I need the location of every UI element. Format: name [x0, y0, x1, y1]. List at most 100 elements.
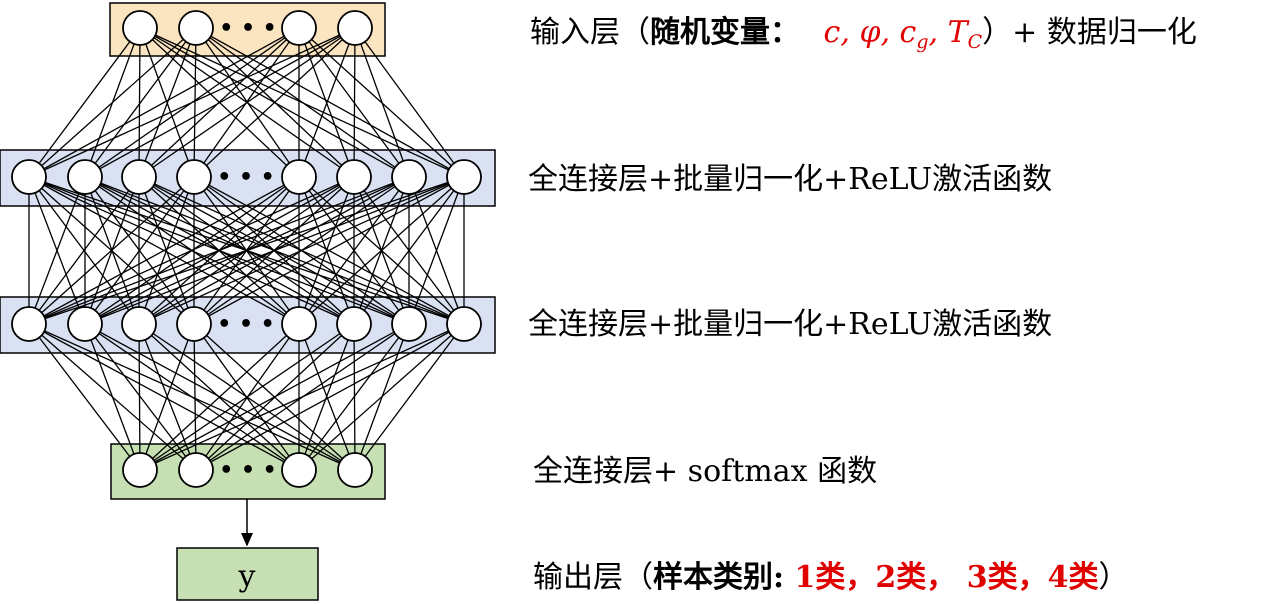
var-tc-sub: C: [967, 31, 983, 53]
connection-input-1-hidden1-0: [28, 27, 197, 178]
connection-hidden2-3-output-1: [193, 323, 197, 471]
connection-hidden1-7-hidden2-4: [298, 176, 465, 325]
connection-input-0-hidden1-0: [28, 27, 141, 178]
connection-hidden1-7-hidden2-6: [408, 176, 465, 325]
var-tc-base: T: [947, 15, 968, 50]
hidden1-neuron-4: [281, 159, 317, 195]
hidden2-neuron-4: [281, 306, 317, 342]
input-neuron-2: [281, 10, 317, 46]
var-phi: φ,: [859, 15, 890, 50]
hidden1-neuron-2: [121, 159, 157, 195]
var-c: c,: [823, 15, 850, 50]
hidden2-neuron-2: [121, 306, 157, 342]
hidden1-neuron-1: [67, 159, 103, 195]
hidden2-neuron-5: [336, 306, 372, 342]
hidden1-layer-label: 全连接层+批量归一化+ReLU激活函数: [528, 162, 1053, 197]
output-neuron-3: [337, 452, 373, 488]
result-box-text: y: [238, 559, 256, 594]
result-label-prefix: 输出层（: [533, 560, 653, 595]
hidden1-neuron-0: [11, 159, 47, 195]
var-cg-comma: ,: [928, 15, 939, 50]
output-neuron-1: [178, 452, 214, 488]
hidden2-neuron-3: [176, 306, 212, 342]
connection-hidden2-0-output-0: [28, 323, 141, 471]
connection-hidden2-4-output-0: [139, 323, 300, 471]
sep-2: ，: [926, 560, 967, 595]
hidden1-neuron-6: [391, 159, 427, 195]
class-1: 1类: [794, 560, 846, 595]
connection-hidden2-7-output-3: [354, 323, 465, 471]
connection-input-1-hidden1-6: [195, 27, 410, 178]
connection-hidden1-7-hidden2-3: [193, 176, 465, 325]
connection-input-0-hidden1-2: [138, 27, 141, 178]
input-label-suffix: ）+ 数据归一化: [982, 15, 1197, 50]
connection-hidden2-1-output-2: [84, 323, 300, 471]
hidden1-neuron-3: [176, 159, 212, 195]
connection-input-3-hidden1-2: [138, 27, 356, 178]
input-ellipsis: • • •: [219, 16, 277, 41]
hidden1-ellipsis: • • •: [217, 165, 275, 190]
connection-hidden2-5-output-0: [139, 323, 355, 471]
connection-hidden2-3-output-0: [139, 323, 195, 471]
hidden2-neuron-7: [446, 306, 482, 342]
connection-input-3-hidden1-7: [354, 27, 465, 178]
connection-hidden1-3-hidden2-0: [28, 176, 195, 325]
sep-1: ，: [845, 560, 876, 595]
class-3: 3类: [966, 560, 1018, 595]
hidden2-neuron-6: [391, 306, 427, 342]
connection-hidden1-1-hidden2-0: [28, 176, 86, 325]
connection-hidden2-2-output-0: [138, 323, 141, 471]
var-cg-sub: g: [916, 31, 929, 53]
connection-input-1-hidden1-2: [138, 27, 197, 178]
result-label-suffix: ）: [1098, 560, 1129, 595]
output-layer-label: 全连接层+ softmax 函数: [533, 454, 878, 489]
output-neuron-0: [122, 452, 158, 488]
connection-hidden1-4-hidden2-0: [28, 176, 300, 325]
connection-hidden1-7-hidden2-2: [138, 176, 465, 325]
class-4: 4类: [1047, 560, 1099, 595]
hidden1-neuron-5: [336, 159, 372, 195]
input-neuron-1: [178, 10, 214, 46]
connection-hidden2-1-output-1: [84, 323, 197, 471]
class-2: 2类: [875, 560, 927, 595]
var-cg: cg,: [899, 15, 939, 53]
connection-hidden1-6-hidden2-0: [28, 176, 410, 325]
result-label-bold: 样本类别:: [653, 560, 795, 595]
hidden2-neuron-0: [11, 306, 47, 342]
connection-hidden2-6-output-0: [139, 323, 410, 471]
connection-hidden2-7-output-2: [298, 323, 465, 471]
connection-hidden1-7-hidden2-0: [28, 176, 465, 325]
output-neuron-2: [281, 452, 317, 488]
result-layer-label: 输出层（样本类别: 1类，2类， 3类，4类）: [533, 560, 1128, 596]
input-neuron-0: [122, 10, 158, 46]
connection-input-3-hidden1-1: [84, 27, 356, 178]
connection-hidden2-0-output-2: [28, 323, 300, 471]
input-layer-label: 输入层（随机变量： c, φ, cg, TC）+ 数据归一化: [530, 15, 1197, 60]
var-tc: TC: [947, 15, 983, 53]
input-label-bold: 随机变量：: [650, 15, 800, 50]
connection-hidden2-6-output-2: [298, 323, 410, 471]
connection-input-1-hidden1-3: [193, 27, 197, 178]
connection-hidden1-5-hidden2-0: [28, 176, 355, 325]
connection-hidden2-7-output-0: [139, 323, 465, 471]
connection-hidden2-5-output-2: [298, 323, 355, 471]
hidden1-neuron-7: [446, 159, 482, 195]
connection-hidden2-7-output-1: [195, 323, 465, 471]
connection-input-2-hidden1-0: [28, 27, 300, 178]
input-neuron-3: [337, 10, 373, 46]
connection-input-1-hidden1-1: [84, 27, 197, 178]
connection-hidden1-7-hidden2-1: [84, 176, 465, 325]
connection-input-3-hidden1-5: [353, 27, 356, 178]
connection-input-3-hidden1-6: [354, 27, 410, 178]
connection-input-3-hidden1-4: [298, 27, 356, 178]
hidden2-ellipsis: • • •: [217, 312, 275, 337]
result-box: [176, 547, 319, 601]
connection-hidden2-1-output-0: [84, 323, 141, 471]
output-ellipsis: • • •: [219, 458, 277, 483]
var-cg-base: c: [899, 15, 917, 50]
hidden2-layer-label: 全连接层+批量归一化+ReLU激活函数: [528, 307, 1053, 342]
input-label-prefix: 输入层（: [530, 15, 650, 50]
sep-3: ，: [1017, 560, 1048, 595]
connection-hidden1-7-hidden2-5: [353, 176, 465, 325]
